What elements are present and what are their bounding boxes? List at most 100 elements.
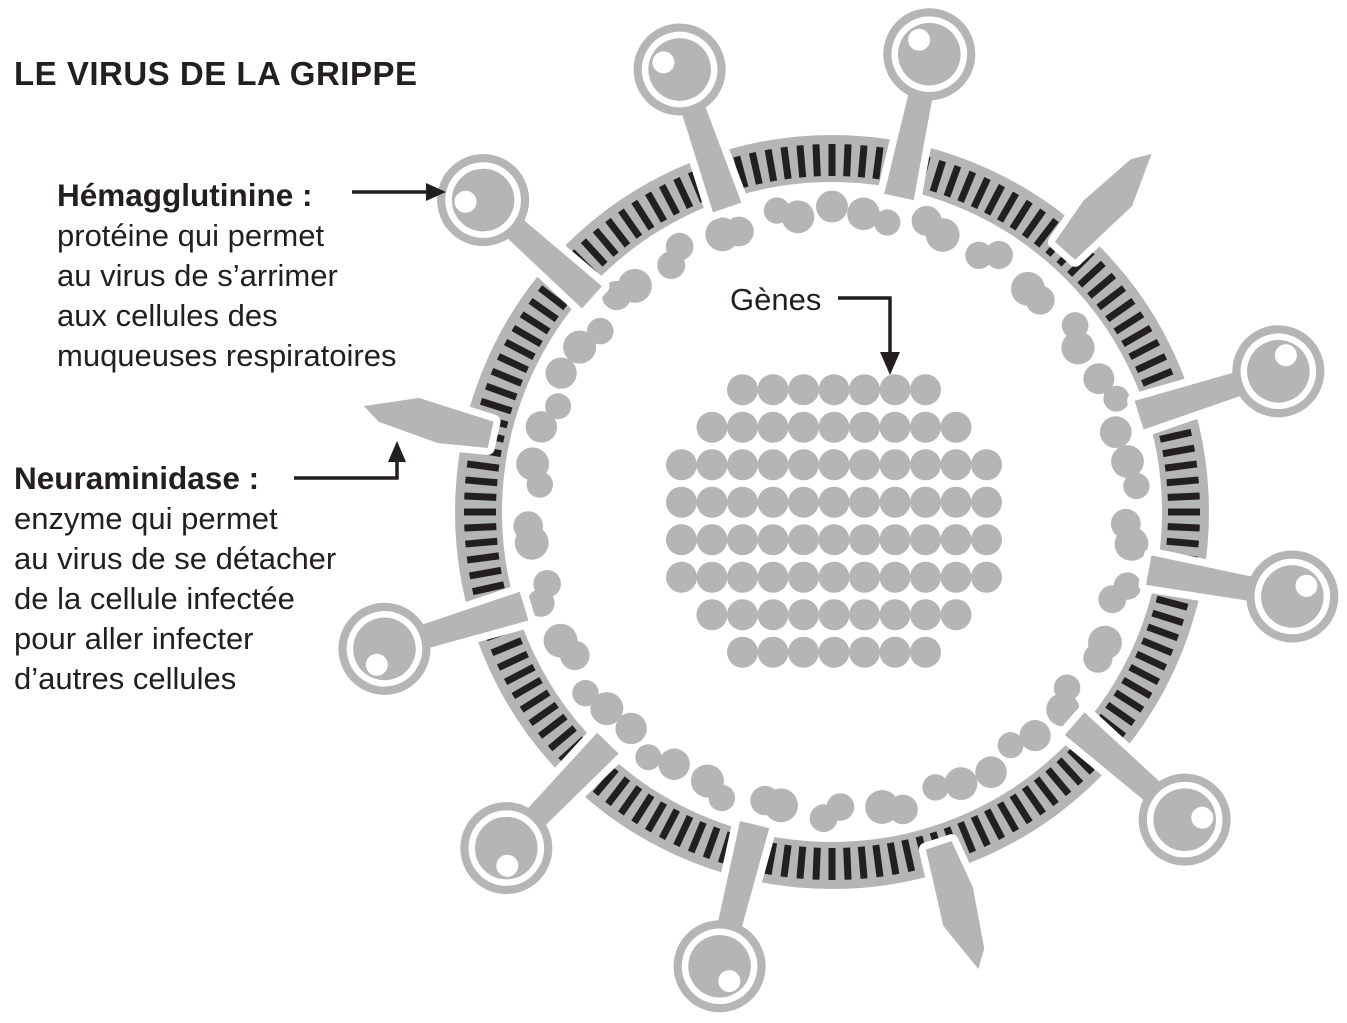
head-highlight-dot [652,51,675,74]
envelope-tick [1146,623,1180,642]
gene-segment-dot [818,599,850,631]
neuraminidase-line-3: de la cellule infectée [14,581,295,616]
gene-segment-dot [788,486,819,518]
matrix-dot [816,190,848,223]
envelope-tick [673,176,694,209]
gene-segment-dot [666,524,697,556]
spike-head [338,602,431,695]
gene-segment-dot [727,449,758,481]
hemagglutinin-spike [330,584,536,703]
matrix-dot [1025,285,1055,315]
head-inner-ring [1254,558,1331,635]
envelope-tick [1121,676,1153,700]
matrix-dot [572,679,599,707]
matrix-dot [525,411,558,443]
envelope-tick [1033,217,1059,248]
gene-segment-dot [818,561,850,593]
spike-stem [1146,555,1260,602]
matrix-dot [750,785,780,816]
hemagglutinin-spike [666,813,777,1020]
gene-segment-dot [788,524,819,556]
matrix-dot [997,732,1024,759]
gene-segment-dot [666,449,697,481]
envelope-tick [1135,650,1168,671]
gene-segment-dot [666,561,697,593]
genome-cluster [666,374,1002,668]
envelope-tick [537,713,568,739]
gene-segment-dot [910,524,941,556]
envelope-tick [1166,476,1199,487]
gene-segment-dot [940,561,972,593]
envelope-tick [984,183,1006,216]
gene-segment-dot [666,486,697,518]
envelope-tick [537,285,568,311]
gene-segment-dot [727,374,758,406]
neuraminidase-spike [1047,146,1159,267]
gene-segment-dot [727,599,758,631]
envelope-tick [886,842,900,876]
envelope-tick [471,581,505,596]
envelope-tick [857,145,868,178]
matrix-dot [587,317,614,345]
matrix-dot [724,216,754,247]
gene-segment-dot [849,411,880,443]
envelope-tick [1033,776,1059,807]
gene-segment-dot [818,411,850,443]
page-title: LE VIRUS DE LA GRIPPE [14,55,418,92]
envelope-tick [528,298,559,323]
gene-segment-dot [696,449,728,481]
neuraminidase-spike [356,390,501,455]
envelope-tick [764,148,778,182]
spike-stem [884,86,934,201]
gene-segment-dot [849,524,880,556]
envelope-tick [748,151,763,185]
head-highlight-dot [1191,806,1214,829]
matrix-dot [658,748,690,780]
gene-segment-dot [727,486,758,518]
envelope-tick [519,689,551,713]
envelope-tick [1096,285,1127,311]
matrix-dot [1111,445,1144,478]
gene-segment-dot [696,411,728,443]
neuraminidase-term: Neuraminidase : [14,460,259,496]
envelope-tick [1087,272,1117,299]
envelope-tick [605,776,631,807]
hemagglutinine-line-1: protéine qui permet [57,218,324,253]
matrix-dot [617,268,652,303]
matrix-dot [533,569,561,598]
envelope-tick [1056,757,1084,786]
envelope-tick [764,842,778,876]
hemagglutinin-spike [452,725,627,902]
envelope-tick [843,847,852,880]
gene-segment-dot [696,561,728,593]
gene-segment-dot [818,636,850,668]
gene-segment-dot [757,449,789,481]
envelope-tick [812,144,821,177]
gene-segment-dot [757,561,789,593]
envelope-tick [1128,664,1161,686]
spike-head [883,8,976,101]
envelope-tick [618,208,643,239]
head-highlight-dot [1295,574,1318,597]
gene-segment-dot [727,411,758,443]
gene-segment-dot [940,486,972,518]
matrix-dot [922,774,949,801]
gene-segment-dot [910,374,941,406]
envelope-tick [1167,492,1200,501]
matrix-dot [615,712,647,745]
matrix-dot [975,756,1007,789]
envelope-tick [503,664,536,686]
envelope-tick [1164,460,1198,472]
head-highlight-dot [454,190,477,213]
envelope-tick [466,552,500,564]
spike-stem [1064,712,1166,806]
gene-segment-dot [757,486,789,518]
head-highlight-dot [496,854,519,877]
spike-stem [716,820,770,935]
envelope-tick [1121,324,1153,348]
virus-particle [330,0,1346,1020]
matrix-dot [781,200,815,234]
matrix-dot [1103,385,1130,412]
envelope-tick [857,846,868,879]
hemagglutinine-line-3: aux cellules des [57,298,278,333]
